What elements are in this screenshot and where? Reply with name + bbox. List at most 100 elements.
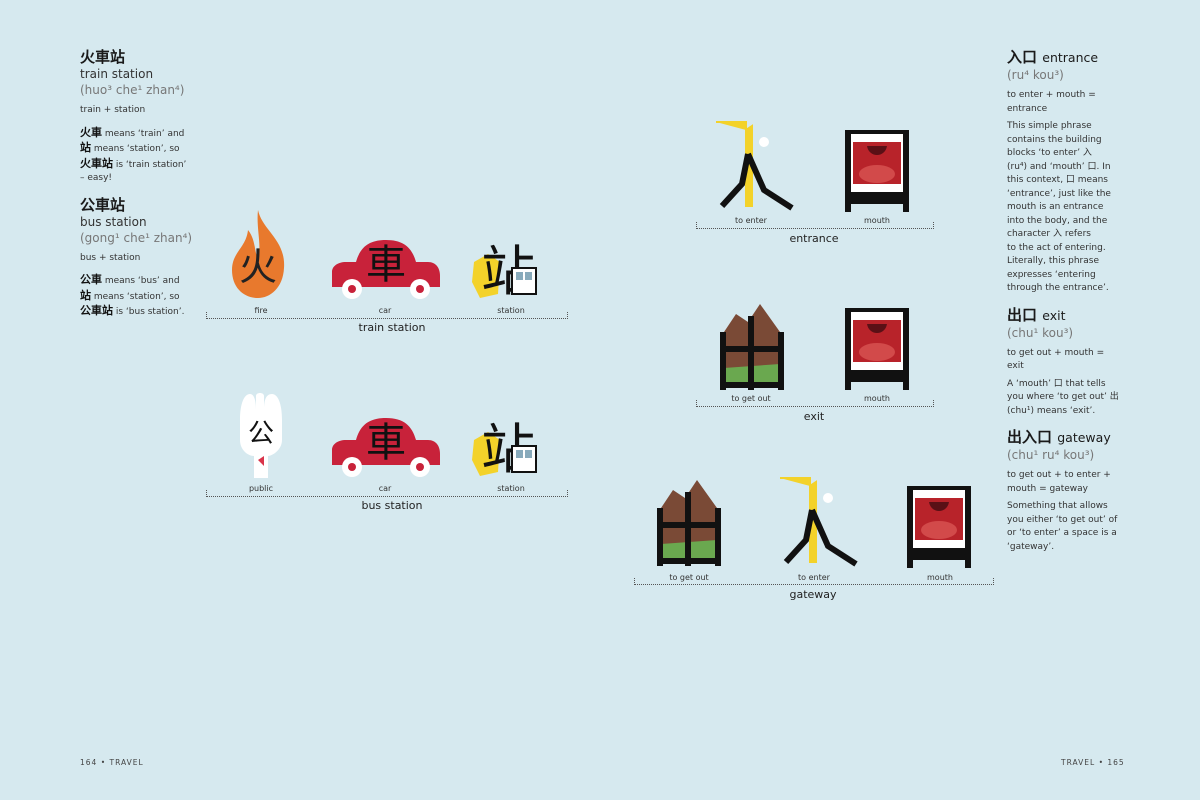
desc-text: means ‘train’ and	[102, 128, 185, 139]
station-icon: 站	[472, 240, 537, 303]
formula-line: to get out + mouth = exit	[1007, 347, 1105, 372]
diagram-caption: exit	[803, 410, 825, 423]
entry-exit: 出口 exit (chu¹ kou³) to get out + mouth =…	[1007, 306, 1123, 419]
label-public: public	[248, 484, 274, 493]
desc-line: this context, 口 means	[1007, 175, 1108, 185]
formula-line: to get out + to enter +	[1007, 470, 1111, 480]
diagram-caption: bus station	[361, 499, 423, 512]
entry-formula: to get out + to enter + mouth = gateway	[1007, 469, 1123, 496]
left-page: 火車站 train station (huo³ che¹ zhan⁴) trai…	[80, 48, 568, 767]
desc-line: character 入 refers	[1007, 229, 1091, 239]
label-fire: fire	[254, 306, 268, 315]
diagram-caption: train station	[358, 321, 426, 334]
diagram-caption: entrance	[789, 232, 839, 245]
label-car: car	[378, 306, 392, 315]
fire-icon: 火	[232, 210, 285, 298]
label-to-enter: to enter	[798, 573, 830, 582]
enter-icon	[716, 121, 794, 211]
public-char: 公	[248, 419, 274, 449]
desc-line: expresses ‘entering	[1007, 269, 1096, 280]
enter-icon	[780, 477, 858, 567]
label-station: station	[497, 306, 525, 315]
page-footer: 164 • TRAVEL	[80, 758, 144, 767]
desc-line: you either ‘to get out’ of	[1007, 514, 1118, 525]
entry-bus-station: 公車站 bus station (gong¹ che¹ zhan⁴) bus +…	[80, 196, 200, 320]
desc-char: 站	[80, 141, 91, 154]
entry-entrance: 入口 entrance (ru⁴ kou³) to enter + mouth …	[1007, 48, 1123, 296]
entry-english: entrance	[1042, 50, 1099, 65]
desc-line: Something that allows	[1007, 501, 1108, 511]
diagram-caption: gateway	[789, 588, 837, 601]
desc-char: 公車站	[80, 304, 113, 317]
desc-text: is ‘train station’	[113, 159, 187, 170]
mouth-icon	[845, 130, 909, 212]
fire-char: 火	[239, 245, 277, 289]
entry-heading: 入口 entrance	[1007, 48, 1123, 67]
entry-english: exit	[1042, 307, 1066, 323]
entry-pinyin: (chu¹ kou³)	[1007, 325, 1074, 340]
entry-pinyin: (gong¹ che¹ zhan⁴)	[80, 230, 193, 245]
entry-english: gateway	[1057, 430, 1111, 445]
entry-formula: to get out + mouth = exit	[1007, 347, 1123, 374]
desc-char: 公車	[80, 273, 102, 286]
label-to-get-out: to get out	[731, 394, 771, 403]
desc-line: through the entrance’.	[1007, 283, 1109, 293]
bracket	[696, 400, 934, 407]
entry-title: 出口	[1007, 305, 1038, 324]
desc-line: A ‘mouth’ 口 that tells	[1007, 378, 1106, 389]
desc-text: is ‘bus station’.	[113, 307, 185, 317]
entry-title: 火車站	[80, 48, 126, 66]
right-text-column: 入口 entrance (ru⁴ kou³) to enter + mouth …	[1007, 48, 1123, 562]
desc-line: ‘entrance’, just like the	[1007, 188, 1111, 199]
entry-train-station: 火車站 train station (huo³ che¹ zhan⁴) trai…	[80, 48, 200, 186]
entry-description: 火車 means ‘train’ and 站 means ‘station’, …	[80, 126, 200, 186]
entry-english: train station	[80, 67, 154, 81]
desc-line: blocks ‘to enter’ 入	[1007, 148, 1092, 158]
desc-line: contains the building	[1007, 134, 1102, 145]
desc-line: (ru⁴) and ‘mouth’ 口. In	[1007, 161, 1111, 172]
right-page: to enter mouth entrance to get out mouth…	[600, 0, 1200, 800]
entry-english: bus station	[80, 214, 147, 229]
desc-char: 站	[80, 288, 91, 302]
bracket	[206, 490, 568, 497]
page-footer: TRAVEL • 165	[1061, 758, 1125, 767]
left-text-column: 火車站 train station (huo³ che¹ zhan⁴) trai…	[80, 48, 200, 328]
mouth-icon	[845, 308, 909, 390]
public-hand-icon: 公	[240, 393, 282, 478]
desc-char: 火車	[80, 125, 102, 139]
formula-line: entrance	[1007, 103, 1048, 114]
entry-formula: train + station	[80, 105, 146, 115]
entry-formula: bus + station	[80, 252, 141, 263]
desc-line: mouth is an entrance	[1007, 202, 1104, 212]
desc-line: into the body, and the	[1007, 215, 1108, 226]
entry-pinyin: (ru⁴ kou³)	[1007, 68, 1064, 82]
label-to-get-out: to get out	[669, 573, 709, 582]
entry-description: Something that allows you either ‘to get…	[1007, 500, 1123, 554]
desc-line: Literally, this phrase	[1007, 256, 1099, 266]
desc-line: This simple phrase	[1007, 121, 1092, 131]
entry-formula: to enter + mouth = entrance	[1007, 89, 1123, 116]
desc-line: ‘gateway’.	[1007, 541, 1055, 552]
mouth-icon	[907, 486, 971, 568]
get-out-mountain-icon	[720, 304, 784, 390]
desc-line: you where ‘to get out’ 出	[1007, 392, 1119, 402]
car-char: 車	[366, 242, 406, 288]
desc-text: – easy!	[80, 173, 113, 183]
entry-pinyin: (chu¹ ru⁴ kou³)	[1007, 448, 1095, 462]
car-icon: 車	[332, 418, 440, 477]
label-station: station	[497, 484, 525, 493]
entry-heading: 出口 exit	[1007, 306, 1123, 325]
bracket	[696, 222, 934, 229]
desc-text: means ‘station’, so	[91, 144, 180, 154]
desc-line: to the act of entering.	[1007, 242, 1106, 253]
desc-line: (chu¹) means ‘exit’.	[1007, 405, 1096, 416]
entry-description: This simple phrase contains the building…	[1007, 120, 1123, 296]
entry-heading: 出入口 gateway	[1007, 428, 1123, 447]
entry-title: 入口	[1007, 48, 1038, 66]
entry-pinyin: (huo³ che¹ zhan⁴)	[80, 83, 185, 97]
entry-title: 公車站	[80, 195, 126, 214]
label-car: car	[378, 484, 392, 493]
bracket	[634, 578, 994, 585]
entry-description: 公車 means ‘bus’ and 站 means ‘station’, so…	[80, 273, 200, 320]
get-out-mountain-icon	[657, 480, 721, 566]
